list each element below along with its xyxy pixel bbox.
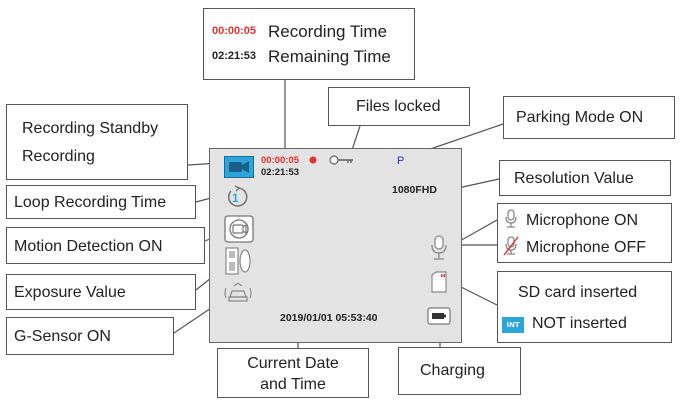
sd-inserted-label: SD card inserted (518, 284, 638, 301)
standby-label-line1: Recording Standby (22, 120, 159, 137)
datetime-readout: 2019/01/01 05:53:40 (280, 312, 378, 324)
microphone-on-label: Microphone ON (526, 212, 639, 229)
key-lock-icon (329, 155, 353, 165)
exposure-value-icon (225, 247, 251, 275)
parking-mode-box: Parking Mode ON (503, 96, 675, 139)
remaining-time-readout: 02:21:53 (261, 167, 300, 178)
motion-detection-icon (224, 215, 254, 243)
loop-duration-value: 1 (232, 191, 239, 205)
current-datetime-box: Current Date and Time (217, 348, 369, 398)
exposure-value-box: Exposure Value (6, 274, 196, 310)
parking-mode-badge: P (397, 155, 405, 167)
recording-time-readout: 00:00:05 (261, 155, 300, 166)
internal-memory-icon: INT (502, 317, 524, 333)
microphone-icon (431, 235, 447, 260)
files-locked-box: Files locked (328, 87, 470, 126)
resolution-value-label: Resolution Value (514, 170, 634, 187)
motion-detection-label: Motion Detection ON (14, 238, 163, 255)
microphone-off-icon (503, 236, 519, 256)
recording-standby-box: Recording Standby Recording (6, 104, 188, 180)
charging-battery-icon (427, 307, 451, 325)
loop-recording-icon (227, 185, 248, 207)
parking-mode-label: Parking Mode ON (516, 109, 644, 126)
resolution-readout: 1080FHD (392, 184, 437, 196)
line-mic-on (457, 219, 498, 243)
sd-not-inserted-label: NOT inserted (532, 315, 627, 332)
microphone-on-icon (505, 209, 517, 228)
datetime-label-line1: Current Date (247, 355, 339, 372)
dashcam-screen: 00:00:05 02:21:53 P 1080FHD 1 (209, 148, 462, 343)
loop-recording-label: Loop Recording Time (14, 194, 167, 211)
loop-recording-box: Loop Recording Time (6, 185, 196, 219)
exposure-value-label: Exposure Value (14, 284, 126, 301)
standby-label-line2: Recording (22, 148, 95, 165)
charging-box: Charging (398, 347, 521, 395)
recording-time-legend-box: 00:00:05 Recording Time 02:21:53 Remaini… (203, 8, 415, 80)
rec-time-label: Recording Time (268, 22, 388, 41)
g-sensor-icon (224, 282, 252, 302)
line-resolution (457, 178, 500, 189)
sd-card-icon (431, 271, 447, 293)
rec-time-sample: 00:00:05 (212, 25, 257, 37)
remaining-time-label: Remaining Time (268, 47, 391, 66)
microphone-legend-box: Microphone ON Microphone OFF (497, 203, 672, 263)
files-locked-label: Files locked (356, 98, 441, 115)
motion-detection-box: Motion Detection ON (6, 227, 205, 264)
video-camera-icon (224, 156, 254, 178)
line-sd (454, 283, 498, 306)
charging-label: Charging (420, 362, 485, 379)
resolution-value-box: Resolution Value (499, 160, 671, 196)
recording-dot-icon (309, 156, 317, 164)
g-sensor-label: G-Sensor ON (14, 328, 111, 345)
remaining-time-sample: 02:21:53 (212, 50, 257, 62)
sd-card-legend-box: SD card inserted INT NOT inserted (497, 271, 672, 343)
g-sensor-box: G-Sensor ON (6, 317, 174, 355)
datetime-label-line2: and Time (260, 376, 326, 393)
microphone-off-label: Microphone OFF (526, 239, 647, 256)
